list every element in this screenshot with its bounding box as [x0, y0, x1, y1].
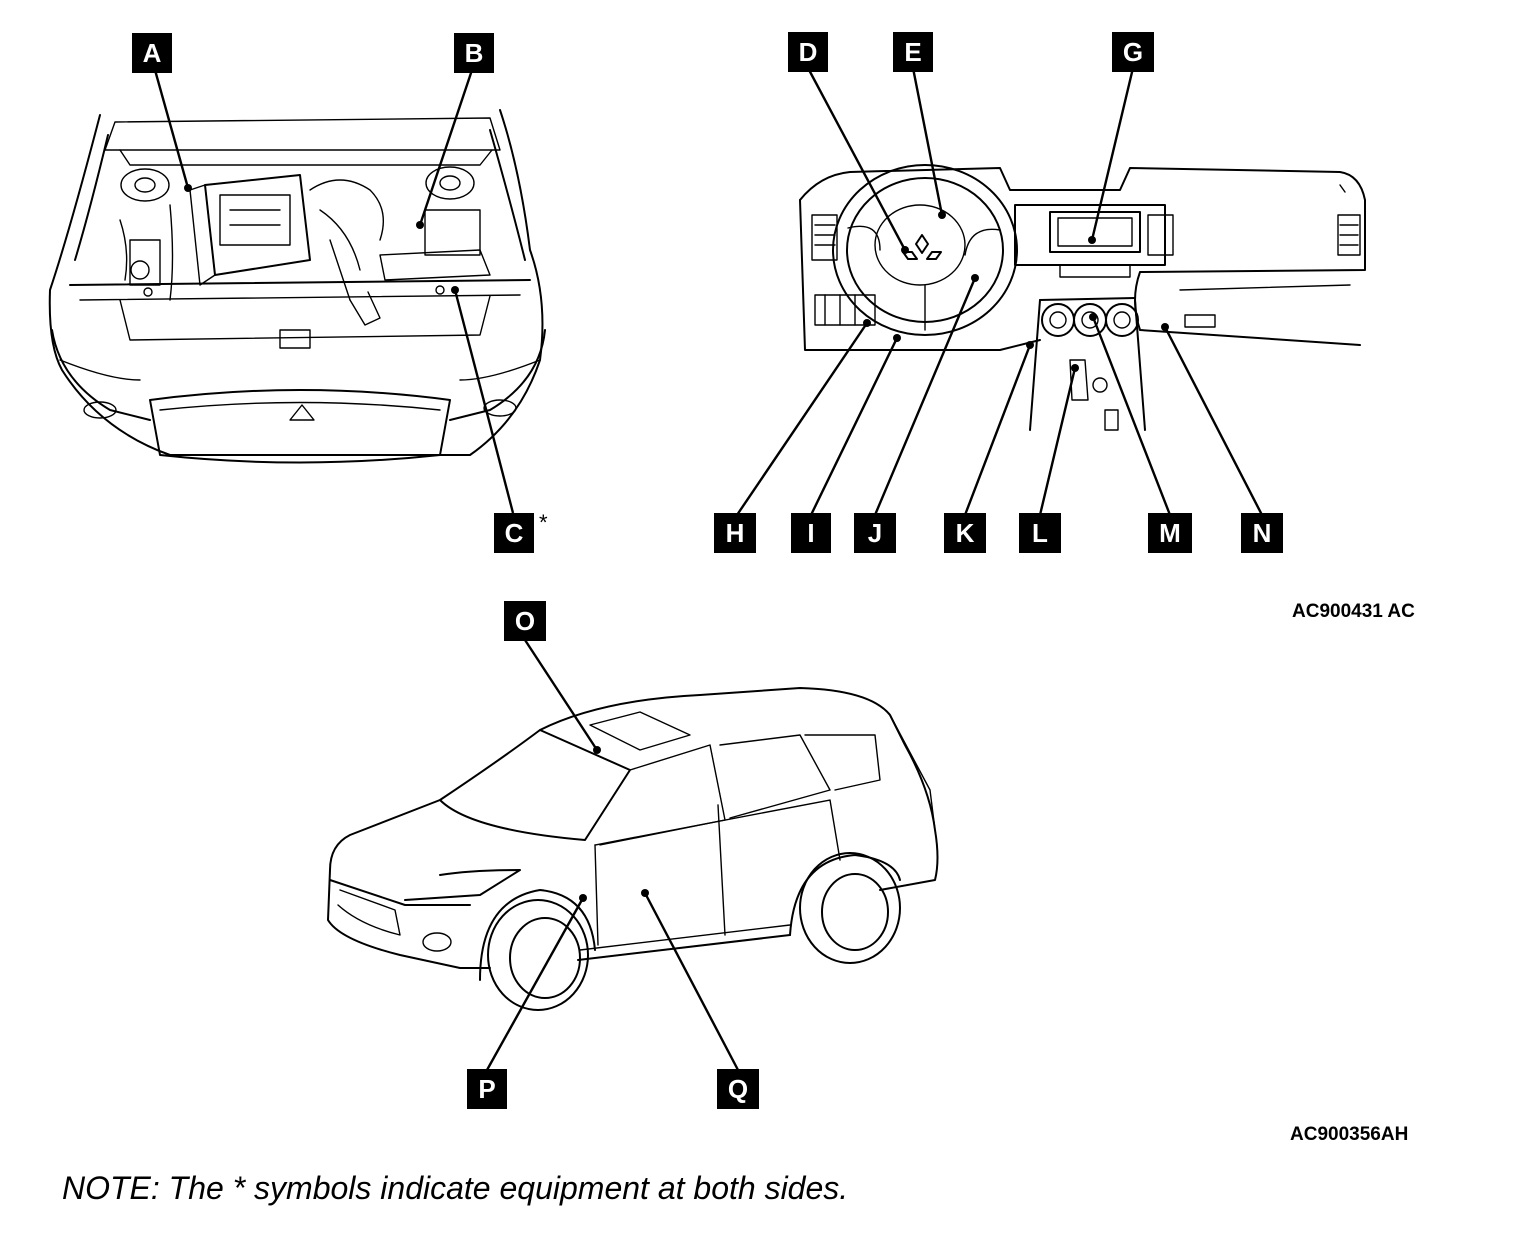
- both-sides-asterisk: *: [539, 510, 548, 535]
- figure-code-top: AC900431 AC: [1292, 601, 1415, 622]
- callout-g-label: G: [1123, 37, 1143, 67]
- callout-e-label: E: [904, 37, 921, 67]
- callout-c-label: C: [505, 518, 524, 548]
- callout-b: B: [454, 33, 494, 73]
- callout-k: K: [944, 513, 986, 553]
- callout-j-label: J: [868, 518, 882, 548]
- callout-a: A: [132, 33, 172, 73]
- callout-q: Q: [717, 1069, 759, 1109]
- callout-i: I: [791, 513, 831, 553]
- callout-d: D: [788, 32, 828, 72]
- callout-n-label: N: [1253, 518, 1272, 548]
- callout-l-label: L: [1032, 518, 1048, 548]
- callout-m: M: [1148, 513, 1192, 553]
- instrument-panel-illustration: [799, 164, 1366, 431]
- callout-i-label: I: [807, 518, 814, 548]
- callout-o: O: [504, 601, 546, 641]
- callout-p-label: P: [478, 1074, 495, 1104]
- callout-b-label: B: [465, 38, 484, 68]
- callout-j: J: [854, 513, 896, 553]
- engine-compartment-illustration: [48, 109, 546, 464]
- figure-code-bottom: AC900356AH: [1290, 1124, 1408, 1145]
- leader-lines: [153, 67, 1264, 1071]
- callout-o-label: O: [515, 606, 535, 636]
- callout-n: N: [1241, 513, 1283, 553]
- callout-g: G: [1112, 32, 1154, 72]
- callout-m-label: M: [1159, 518, 1181, 548]
- callout-d-label: D: [799, 37, 818, 67]
- note-text: NOTE: The * symbols indicate equipment a…: [62, 1170, 849, 1206]
- callout-h: H: [714, 513, 756, 553]
- callout-a-label: A: [143, 38, 162, 68]
- callout-e: E: [893, 32, 933, 72]
- callout-k-label: K: [956, 518, 975, 548]
- callout-p: P: [467, 1069, 507, 1109]
- callout-h-label: H: [726, 518, 745, 548]
- vehicle-illustration: [327, 687, 939, 1011]
- callout-q-label: Q: [728, 1074, 748, 1104]
- callout-l: L: [1019, 513, 1061, 553]
- callout-c: C *: [494, 510, 548, 553]
